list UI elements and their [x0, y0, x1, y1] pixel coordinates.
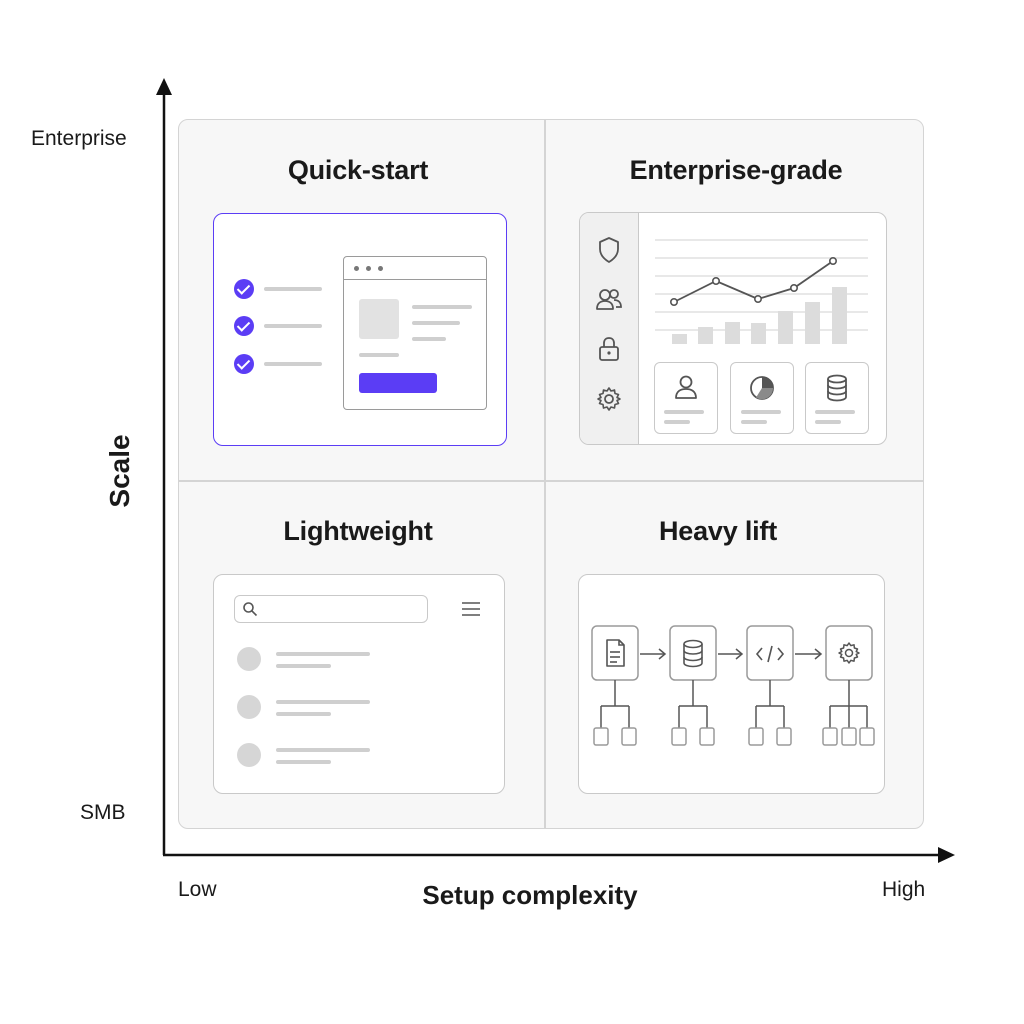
chart-trend-line — [673, 260, 834, 303]
text-line — [664, 420, 690, 424]
grid-horizontal-divider — [179, 480, 923, 482]
pipeline-step-box — [825, 625, 873, 681]
pipeline-tree — [600, 680, 868, 728]
pipeline-arrow — [640, 648, 823, 660]
y-axis-title: Scale — [104, 434, 135, 508]
heavy-lift-illustration — [578, 574, 885, 794]
quadrant-title-heavy-lift: Heavy lift — [658, 516, 778, 546]
chart-bar — [725, 322, 740, 344]
text-line — [276, 664, 331, 668]
pipeline-step-box — [591, 625, 639, 681]
chart-point — [669, 298, 678, 307]
text-line — [815, 410, 855, 414]
text-line — [412, 305, 472, 309]
text-line — [412, 321, 460, 325]
chart-bar — [672, 334, 687, 344]
quadrant-title-lightweight: Lightweight — [283, 516, 433, 546]
code-icon — [755, 645, 785, 663]
shield-icon — [597, 236, 621, 264]
text-line — [276, 760, 331, 764]
pipeline-step-box — [669, 625, 717, 681]
checklist-line — [264, 362, 322, 366]
text-line — [276, 700, 370, 704]
quadrant-title-quick-start: Quick-start — [287, 155, 429, 185]
browser-titlebar — [344, 257, 486, 280]
checklist-line — [264, 324, 322, 328]
search-icon — [242, 601, 258, 617]
quadrant-title-enterprise-grade: Enterprise-grade — [629, 155, 843, 185]
dashboard-sidebar — [580, 213, 639, 444]
grid-vertical-divider — [544, 120, 546, 828]
pie-chart-icon — [748, 374, 776, 402]
user-icon — [674, 374, 698, 400]
text-line — [815, 420, 841, 424]
document-icon — [606, 639, 625, 667]
primary-button-placeholder — [359, 373, 437, 393]
chart-bar — [698, 327, 713, 344]
chart-bar — [778, 311, 793, 344]
chart-bar — [751, 323, 766, 344]
check-icon — [234, 316, 254, 336]
chart-bar — [832, 287, 847, 344]
text-line — [359, 353, 399, 357]
chart-bar — [805, 302, 820, 344]
y-axis-bottom-label: SMB — [80, 801, 126, 824]
text-line — [741, 420, 767, 424]
lock-icon — [598, 336, 620, 362]
search-bar-placeholder — [234, 595, 428, 623]
gear-icon — [838, 642, 860, 664]
database-icon — [683, 639, 703, 668]
chart-point — [790, 283, 799, 292]
y-axis-arrowhead — [156, 78, 172, 95]
text-line — [412, 337, 446, 341]
avatar-placeholder — [237, 647, 261, 671]
text-line — [276, 748, 370, 752]
x-axis-title: Setup complexity — [422, 880, 638, 910]
text-line — [741, 410, 781, 414]
text-line — [276, 652, 370, 656]
y-axis-top-label: Enterprise — [31, 127, 127, 150]
window-dot — [354, 266, 359, 271]
window-dot — [366, 266, 371, 271]
pipeline-diagram — [591, 625, 875, 746]
browser-window — [343, 256, 487, 410]
chart-point — [829, 256, 838, 265]
checklist-line — [264, 287, 322, 291]
chart-point — [754, 295, 763, 304]
avatar-placeholder — [237, 743, 261, 767]
check-icon — [234, 279, 254, 299]
chart-point — [711, 276, 720, 285]
text-line — [276, 712, 331, 716]
x-axis-arrowhead — [938, 847, 955, 863]
check-icon — [234, 354, 254, 374]
avatar-placeholder — [237, 695, 261, 719]
window-dot — [378, 266, 383, 271]
x-axis-right-label: High — [882, 878, 926, 901]
menu-icon — [462, 602, 480, 616]
pipeline-leaf-boxes — [593, 727, 875, 746]
database-icon — [825, 374, 849, 402]
dashboard-chart — [655, 239, 868, 344]
text-line — [664, 410, 704, 414]
image-placeholder — [359, 299, 399, 339]
gear-icon — [596, 386, 622, 412]
users-icon — [595, 287, 623, 313]
x-axis-left-label: Low — [178, 878, 217, 901]
